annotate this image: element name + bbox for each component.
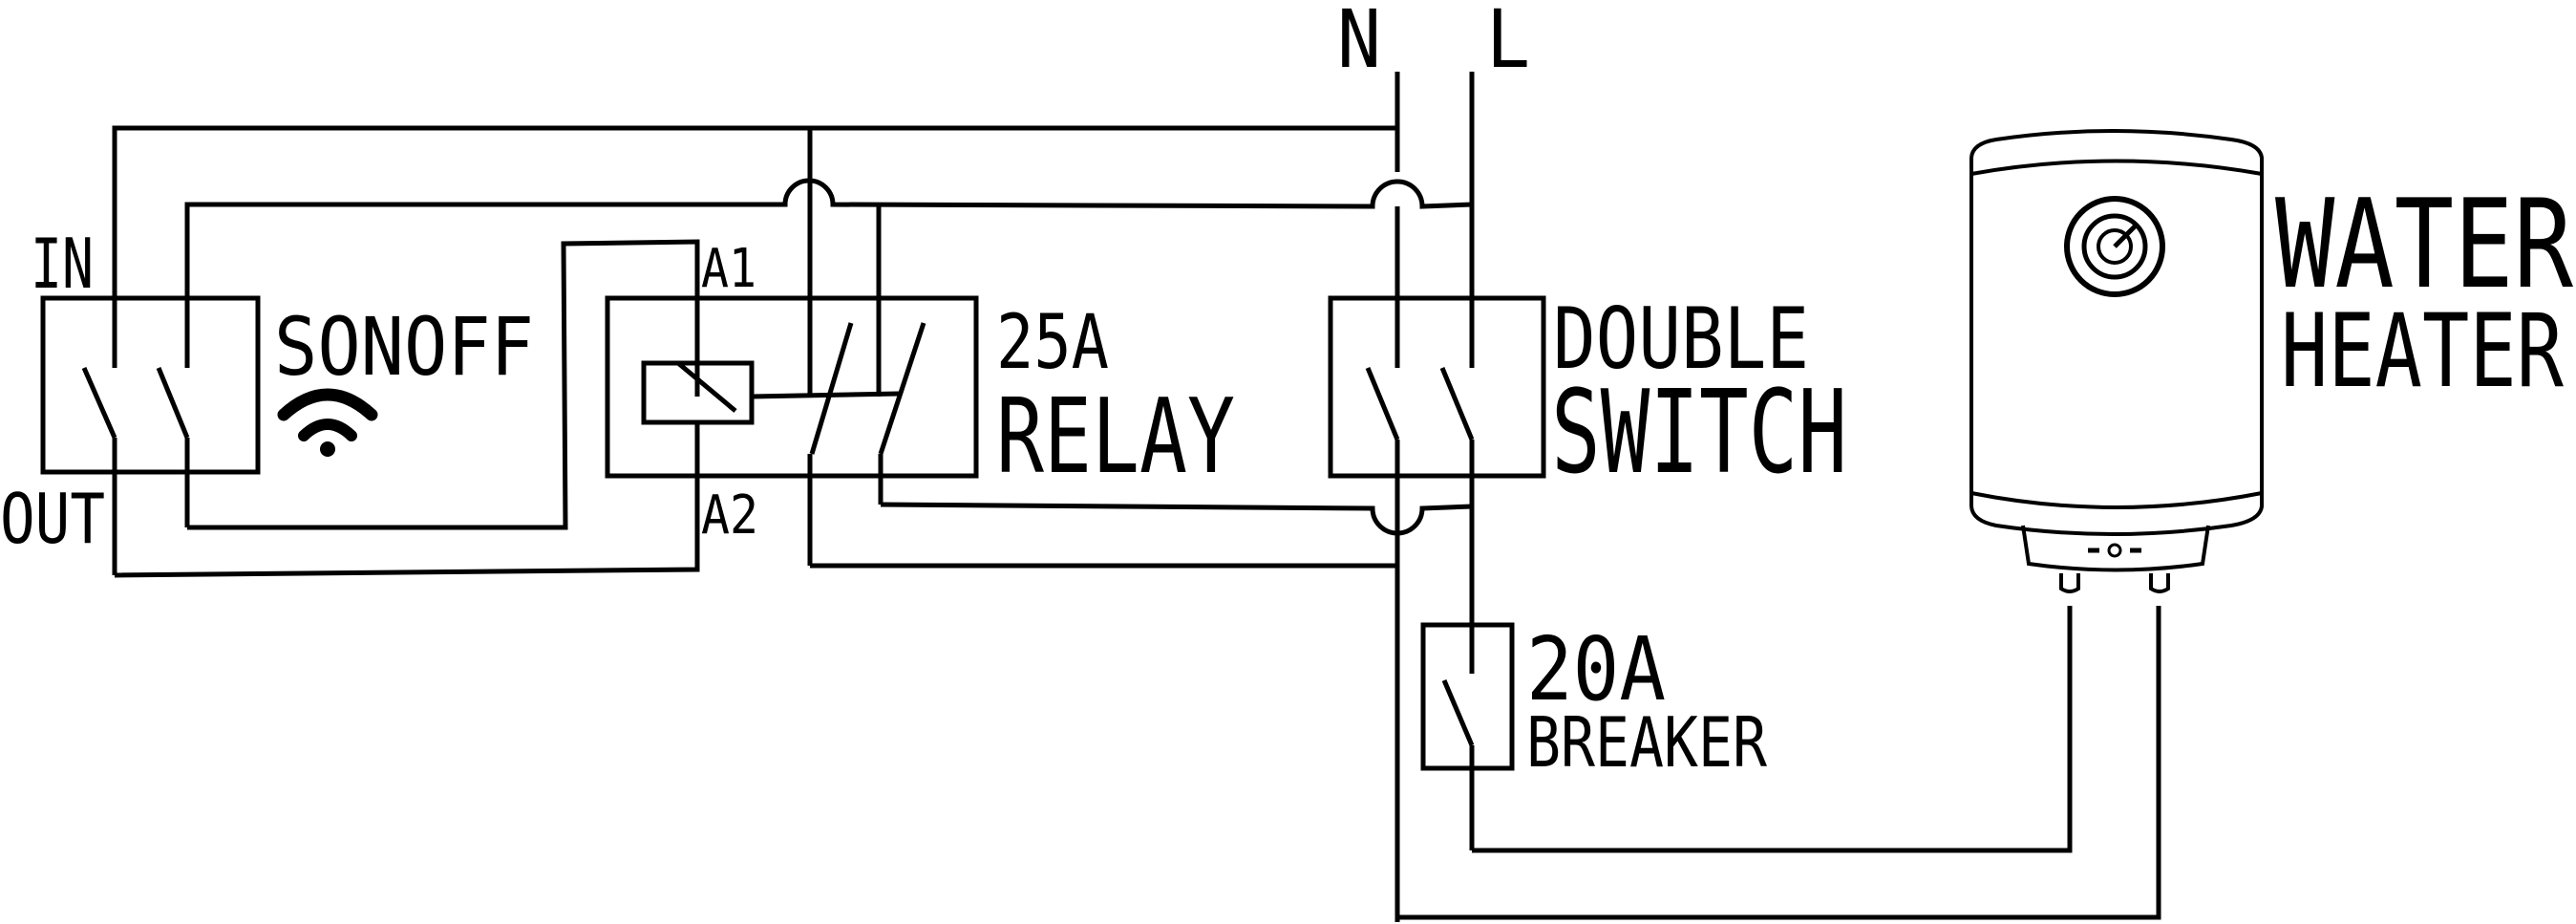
water-heater-icon (1969, 129, 2264, 593)
sonoff-out-label: OUT (0, 479, 105, 559)
wire-sonoff-in-left (112, 125, 1397, 320)
breaker-rating-label: 20A (1526, 618, 1666, 720)
relay-a2-label: A2 (701, 484, 758, 547)
wifi-icon (277, 388, 378, 457)
relay-a1-label: A1 (701, 238, 756, 300)
switch-contact-icon (156, 367, 190, 439)
breaker-label: BREAKER (1526, 702, 1768, 783)
wire-sonoff-out-left (114, 476, 700, 578)
relay-coil-icon (641, 360, 755, 476)
wire-breaker-to-heater (1472, 606, 2073, 853)
breaker-box (1420, 622, 1515, 771)
thermostat-dial-icon (2064, 196, 2165, 297)
wire-sonoff-in-right (184, 178, 1473, 320)
breaker-module (1420, 622, 1515, 850)
heater-label: HEATER (2281, 292, 2564, 410)
switch-contact-icon (809, 322, 854, 455)
relay-rating-label: 25A (996, 300, 1109, 386)
water-label: WATER (2275, 174, 2574, 316)
neutral-label: N (1337, 0, 1381, 86)
switch-contact-icon (1365, 367, 1400, 441)
sonoff-module (40, 295, 378, 575)
double-switch-module (1328, 295, 1546, 479)
switch-contact-icon (1441, 679, 1475, 746)
switch-contact-icon (1439, 367, 1475, 441)
relay-label: RELAY (996, 377, 1235, 497)
relay-box (605, 295, 979, 479)
wire-neutral-to-heater (1397, 606, 2161, 920)
switch-label: SWITCH (1551, 367, 1847, 500)
sonoff-box (40, 295, 261, 475)
sonoff-in-label: IN (31, 224, 94, 304)
sonoff-label: SONOFF (274, 300, 534, 394)
relay-module (605, 295, 979, 566)
live-label: L (1486, 0, 1530, 86)
wire-sonoff-out-right (187, 239, 700, 530)
switch-contact-icon (878, 322, 926, 455)
double-label: DOUBLE (1553, 290, 1809, 388)
switch-contact-icon (81, 366, 117, 440)
wire-relay-to-switch-upper (880, 502, 1473, 536)
double-switch-box (1328, 295, 1546, 479)
